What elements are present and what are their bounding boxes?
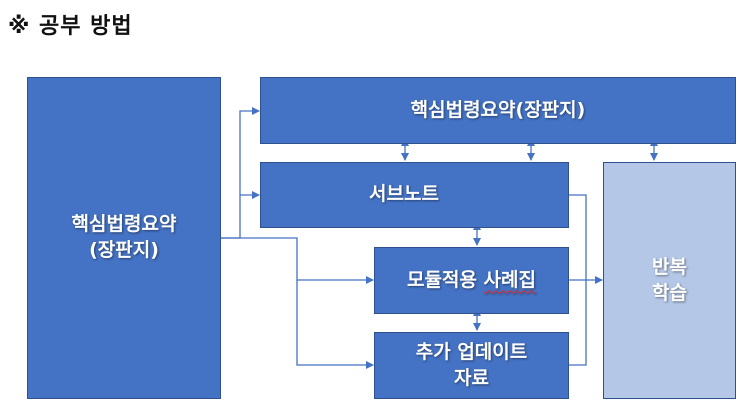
core-law-summary-box-left: 핵심법령요약 (장판지) <box>27 77 221 399</box>
module-casebook-box: 모듈적용 사례집 <box>374 247 569 314</box>
module-label: 모듈적용 <box>407 268 477 291</box>
core-law-summary-box-top: 핵심법령요약(장판지) <box>260 77 736 144</box>
casebook-label: 사례집 <box>483 268 536 291</box>
repeat-study-box: 반복 학습 <box>603 162 736 399</box>
page-title: ※ 공부 방법 <box>8 14 133 39</box>
connector-left-to-module <box>220 237 374 284</box>
subnote-box: 서브노트 <box>260 162 569 228</box>
connector-left-to-update <box>296 280 374 369</box>
additional-update-box: 추가 업데이트 자료 <box>374 332 569 399</box>
connector-left-to-top <box>220 107 260 239</box>
